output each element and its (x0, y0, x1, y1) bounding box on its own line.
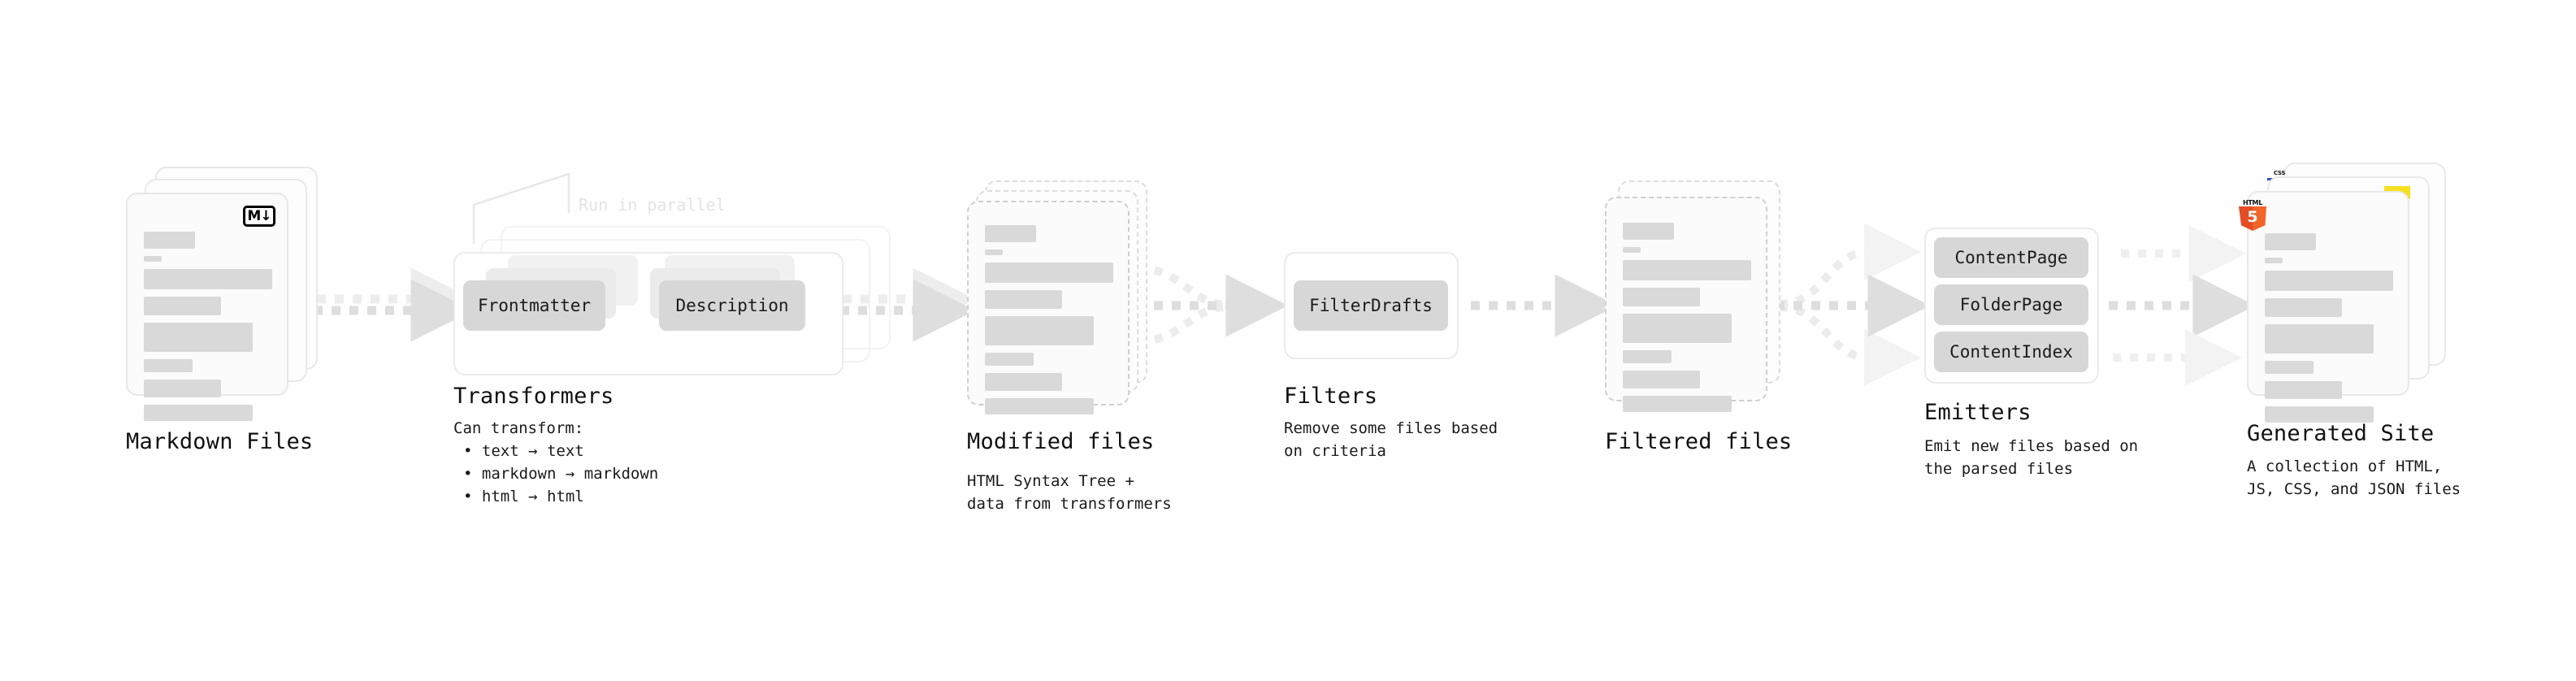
doc-skeleton (2265, 233, 2393, 430)
skeleton-bar (2265, 233, 2316, 250)
skeleton-bar (2265, 258, 2283, 263)
skeleton-bar (1623, 396, 1733, 412)
html5-badge: HTML 5 (2239, 200, 2266, 231)
skeleton-bar (985, 249, 1003, 255)
filters-caption-1: on criteria (1284, 442, 1386, 460)
emitter-chip-contentindex[interactable]: ContentIndex (1934, 332, 2088, 372)
skeleton-bar (1623, 223, 1674, 240)
html5-badge-caption: HTML (2242, 199, 2262, 206)
skeleton-bar (2265, 406, 2374, 423)
skeleton-bar (985, 225, 1036, 242)
doc-card-front (967, 201, 1130, 414)
skeleton-bar (985, 290, 1062, 309)
run-in-parallel-label: Run in parallel (579, 195, 726, 215)
emitters-caption-0: Emit new files based on (1924, 437, 2139, 455)
skeleton-bar (144, 232, 195, 249)
doc-card-front (1605, 197, 1767, 412)
generated-site-title: Generated Site (2247, 421, 2435, 446)
filters-caption-0: Remove some files based (1284, 419, 1498, 437)
doc-card-front: HTML 5 (2239, 191, 2409, 423)
skeleton-bar (1623, 371, 1700, 388)
generated-site-caption-1: JS, CSS, and JSON files (2247, 480, 2461, 498)
skeleton-bar (2265, 271, 2393, 291)
skeleton-bar (985, 353, 1034, 366)
doc-card-front: M↓ (126, 193, 288, 421)
skeleton-bar (1623, 350, 1672, 363)
transformers-caption-item-2: • html → html (463, 488, 584, 505)
skeleton-bar (1623, 247, 1641, 253)
skeleton-bar (144, 323, 254, 352)
skeleton-bar (144, 380, 221, 397)
skeleton-bar (985, 373, 1062, 391)
skeleton-bar (1623, 314, 1733, 343)
emitter-chip-contentpage[interactable]: ContentPage (1934, 237, 2088, 278)
transformers-caption-heading: Can transform: (453, 419, 584, 437)
emitters-caption-1: the parsed files (1924, 460, 2074, 478)
filter-chip-filterdrafts[interactable]: FilterDrafts (1294, 280, 1448, 331)
transformer-chip-frontmatter[interactable]: Frontmatter (463, 280, 605, 331)
skeleton-bar (144, 359, 193, 372)
generated-site-caption-0: A collection of HTML, (2247, 458, 2443, 475)
doc-skeleton (144, 232, 272, 428)
skeleton-bar (1623, 288, 1700, 306)
emitter-chip-folderpage[interactable]: FolderPage (1934, 284, 2088, 325)
modified-files-caption-0: HTML Syntax Tree + (967, 472, 1134, 490)
skeleton-bar (2265, 298, 2342, 317)
css-badge-label: CSS (2273, 170, 2286, 176)
html5-badge-digit: 5 (2247, 208, 2258, 226)
skeleton-bar (1623, 260, 1751, 280)
transformer-chip-description[interactable]: Description (659, 280, 805, 331)
doc-skeleton (1623, 223, 1751, 419)
skeleton-bar (2265, 381, 2342, 399)
transformers-caption-item-1: • markdown → markdown (463, 465, 659, 483)
filtered-files-title: Filtered files (1605, 429, 1793, 454)
skeleton-bar (144, 405, 254, 421)
skeleton-bar (144, 256, 162, 262)
skeleton-bar (144, 269, 272, 289)
modified-files-caption-1: data from transformers (967, 495, 1172, 513)
skeleton-bar (985, 398, 1095, 414)
emitters-title: Emitters (1924, 400, 2032, 425)
skeleton-bar (2265, 361, 2314, 374)
filters-title: Filters (1284, 384, 1378, 409)
skeleton-bar (2265, 324, 2374, 354)
skeleton-bar (985, 262, 1113, 283)
transformers-caption-item-0: • text → text (463, 442, 584, 460)
html5-shield-inner (2253, 206, 2266, 231)
skeleton-bar (985, 316, 1095, 345)
markdown-files-title: Markdown Files (126, 429, 314, 454)
skeleton-bar (144, 297, 221, 315)
doc-skeleton (985, 225, 1113, 422)
transformers-title: Transformers (453, 384, 614, 409)
modified-files-title: Modified files (967, 429, 1155, 454)
markdown-badge: M↓ (243, 206, 275, 227)
